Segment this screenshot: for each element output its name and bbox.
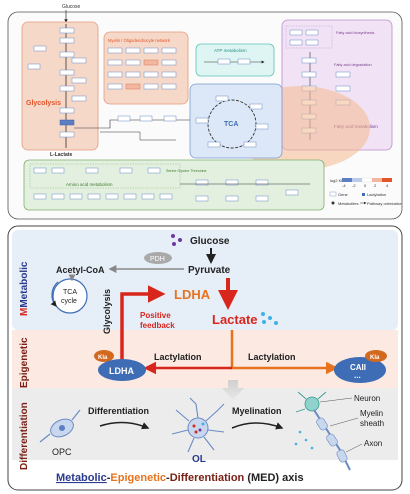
legend-scale-1: -2 — [352, 183, 356, 188]
ldha-upper-label: LDHA — [174, 287, 211, 302]
med-axis-dash-1: - — [107, 472, 111, 484]
myelin-sheath-line1: Myelin — [360, 409, 383, 418]
ol-cell-icon — [171, 397, 225, 453]
myelination-label: Myelination — [232, 406, 282, 416]
atp-metabolism-box — [195, 43, 275, 77]
acetyl-coa-label: Acetyl-CoA — [56, 265, 105, 275]
section-label-metabolic-initial: M — [19, 308, 30, 316]
positive-feedback-line1: Positive — [140, 311, 171, 320]
med-axis-part-metabolic: Metabolic — [56, 472, 107, 484]
myelin-network-title: Myelin / Oligodendrocyte network — [108, 38, 171, 43]
pyruvate-label: Pyruvate — [188, 265, 231, 276]
tca-cycle-line1: TCA — [63, 289, 77, 296]
ol-label: OL — [192, 454, 206, 465]
pdh-pill — [144, 252, 172, 264]
pdh-label: PDH — [150, 256, 165, 263]
atp-metabolism-title: ATP metabolism — [214, 48, 247, 53]
lactylation-right-label: Lactylation — [248, 352, 296, 362]
legend-scale-2: 0 — [364, 183, 367, 188]
med-axis-part-differentiation: Differentiation — [170, 472, 245, 484]
axon-label: Axon — [364, 439, 382, 448]
med-axis-panel: MMetabolic Epigenetic Differentiation Gl… — [7, 225, 403, 491]
glucose-label: Glucose — [190, 236, 230, 247]
ldha-lower-pill — [98, 359, 146, 381]
grey-down-arrow — [222, 380, 244, 400]
legend-item-metabolites: Metabolites — [338, 201, 358, 206]
tca-box — [189, 83, 283, 159]
l-lactate-label: L-Lactate — [50, 152, 72, 158]
opc-cell-icon — [39, 409, 81, 443]
amino-acid-title: Amino acid metabolism — [66, 182, 113, 187]
legend-item-gene: Gene — [338, 192, 349, 197]
myelin-sheath-line2: sheath — [360, 419, 384, 428]
positive-feedback-line2: feedback — [140, 321, 175, 330]
amino-acid-genes — [33, 167, 299, 202]
lactylation-left-label: Lactylation — [154, 352, 202, 362]
glycolysis-enzyme-boxes — [27, 27, 87, 138]
section-label-epigenetic: Epigenetic — [19, 337, 30, 388]
glycolysis-title: Glycolysis — [26, 100, 61, 107]
epigenetic-band — [12, 330, 398, 388]
kla-right-pill — [365, 350, 387, 362]
caii-line2: ... — [354, 371, 361, 380]
legend-scale-0: -4 — [342, 183, 346, 188]
fatty-acid-degradation-title: Fatty acid degradation — [334, 63, 372, 67]
tca-label: TCA — [224, 121, 238, 128]
metabolic-band — [12, 230, 398, 330]
pathway-legend: log2 Kla -4 -2 0 2 4 Gene Lactylation Me… — [329, 177, 402, 206]
lactate-label: Lactate — [212, 312, 258, 327]
legend-scale-3: 2 — [374, 183, 377, 188]
neuron-label: Neuron — [354, 394, 380, 403]
differentiation-label: Differentiation — [88, 406, 149, 416]
legend-scale-4: 4 — [386, 183, 389, 188]
opc-label: OPC — [52, 447, 72, 457]
top-glucose-label: Glucose — [62, 4, 81, 10]
tca-cycle-line2: cycle — [61, 298, 77, 305]
med-axis-part-suffix: (MED) axis — [244, 472, 303, 484]
myelination-arrow — [231, 422, 284, 430]
kla-right-label: Kla — [370, 355, 380, 361]
pathway-map-panel: Glucose Glycolysis L-Lactate Myelin / Ol… — [7, 4, 403, 220]
legend-item-lactylation: Lactylation — [367, 192, 386, 197]
legend-item-pathway-orientation: Pathway orientation — [367, 201, 402, 206]
fatty-acid-biosynthesis-title: Fatty acid biosynthesis — [336, 31, 375, 35]
med-axis-title: Metabolic-Epigenetic-Differentiation (ME… — [56, 472, 304, 484]
glucose-molecule-icon — [171, 234, 182, 246]
section-label-differentiation: Differentiation — [19, 402, 30, 470]
caii-pill — [334, 357, 386, 383]
glycolysis-vertical-label: Glycolysis — [102, 289, 112, 334]
serine-glycine-label: Serine Glycine Threonine — [166, 169, 207, 173]
positive-feedback-loop — [120, 285, 166, 360]
med-axis-dash-2: - — [166, 472, 170, 484]
differentiation-arrow — [99, 421, 150, 430]
legend-kla-label: log2 Kla — [330, 178, 345, 183]
caii-line1: CAII — [350, 363, 366, 372]
kla-left-pill — [94, 350, 114, 362]
med-axis-part-epigenetic: Epigenetic — [110, 472, 166, 484]
ldha-lower-label: LDHA — [109, 366, 134, 376]
kla-left-label: Kla — [98, 355, 108, 361]
section-label-metabolic-text: Metabolic — [19, 261, 30, 308]
myelin-gene-grid — [107, 47, 177, 90]
tca-cycle-circle — [52, 278, 88, 314]
lactate-dots-icon — [261, 312, 278, 325]
section-label-metabolic: MMetabolic — [19, 261, 30, 316]
myelinated-neuron-icon — [294, 391, 351, 471]
